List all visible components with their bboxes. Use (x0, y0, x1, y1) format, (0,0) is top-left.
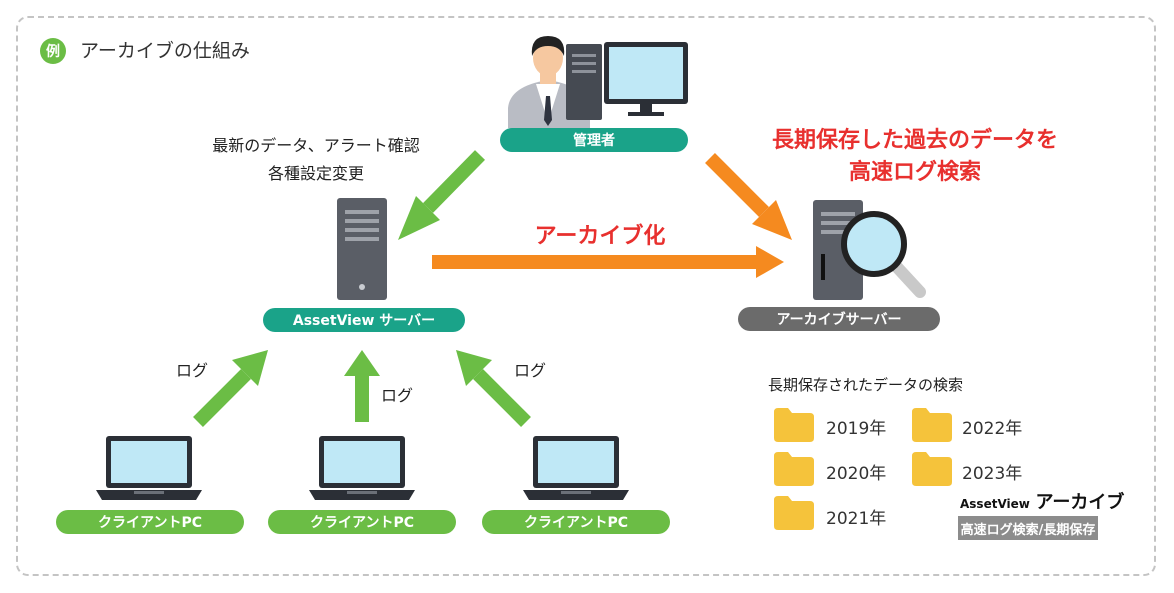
brand-logo: AssetView アーカイブ (960, 488, 1124, 514)
archive-note-line2: 高速ログ検索 (848, 160, 981, 185)
client-pc-label: クライアントPC (56, 510, 244, 534)
brand-product: アーカイブ (1035, 492, 1125, 513)
client-pc-label: クライアントPC (268, 510, 456, 534)
year-label: 2022年 (962, 419, 1023, 439)
laptop-icon-2 (309, 436, 415, 500)
year-label: 2019年 (826, 419, 887, 439)
example-badge: 例 (40, 38, 66, 64)
arrow-archive-flow (432, 246, 784, 278)
log-label-left: ログ (176, 361, 209, 380)
arrow-admin-to-archive (705, 153, 792, 240)
year-label: 2021年 (826, 509, 887, 529)
arrow-log-right (456, 350, 531, 427)
assetview-server-label: AssetView サーバー (263, 308, 465, 332)
folder-icon (912, 452, 952, 486)
archive-server-label: アーカイブサーバー (738, 307, 940, 331)
laptop-icon-3 (523, 436, 629, 500)
folder-icon (912, 408, 952, 442)
archive-note-line1: 長期保存した過去のデータを (771, 128, 1058, 153)
diagram-title: アーカイブの仕組み (80, 40, 250, 62)
arrow-log-center (344, 350, 380, 422)
admin-actions-line2: 各種設定変更 (267, 164, 364, 183)
year-label: 2023年 (962, 464, 1023, 484)
log-label-right: ログ (514, 361, 547, 380)
archive-flow-label: アーカイブ化 (534, 224, 666, 249)
arrow-log-left (193, 350, 268, 427)
search-title: 長期保存されたデータの検索 (768, 376, 964, 394)
laptop-icon-1 (96, 436, 202, 500)
brand-tagline: 高速ログ検索/長期保存 (958, 516, 1098, 540)
brand-name: AssetView (960, 497, 1030, 511)
folder-icon (774, 452, 814, 486)
year-label: 2020年 (826, 464, 887, 484)
client-pc-label: クライアントPC (482, 510, 670, 534)
admin-actions-line1: 最新のデータ、アラート確認 (212, 136, 420, 155)
assetview-server-icon (337, 198, 387, 300)
log-label-center: ログ (381, 386, 414, 405)
folder-icon (774, 496, 814, 530)
diagram-frame (16, 16, 1156, 576)
admin-label: 管理者 (500, 128, 688, 152)
magnifier-icon (841, 211, 926, 298)
admin-computer-icon (566, 42, 688, 120)
arrow-admin-to-server (398, 150, 485, 240)
folder-icon (774, 408, 814, 442)
